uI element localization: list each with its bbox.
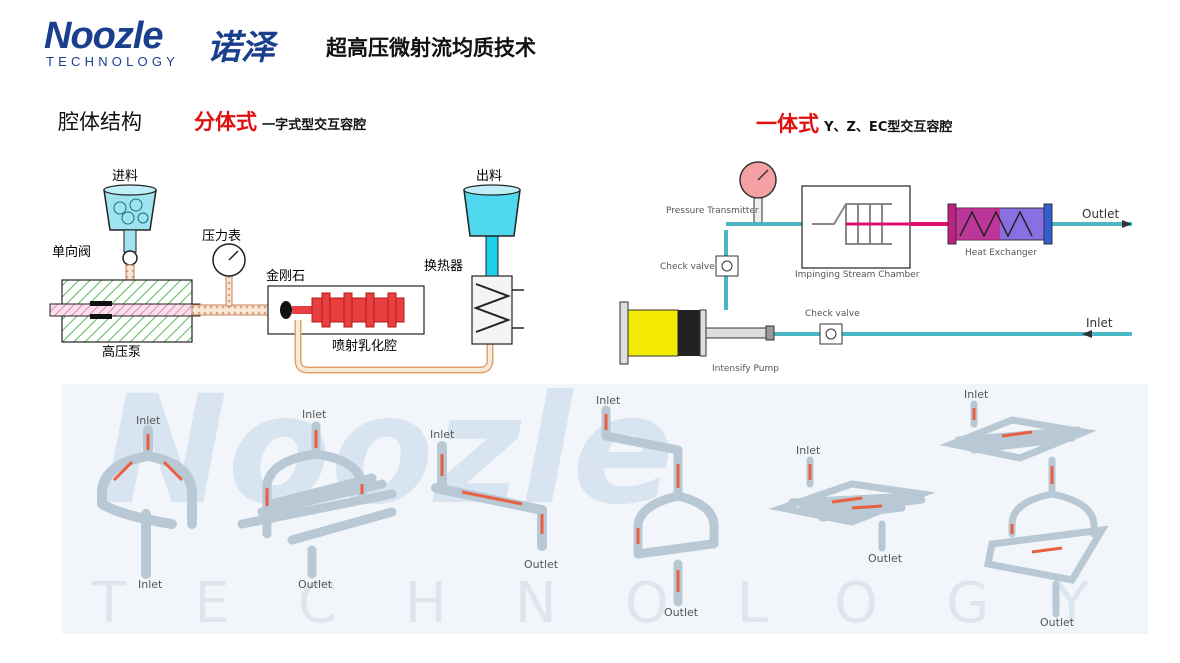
brand-logo: Noozle: [44, 15, 164, 57]
heat-exchanger: [471, 275, 513, 345]
c6-bottom-label: Outlet: [1040, 616, 1075, 629]
integrated-type-diagram: Pressure Transmitter Impinging Stream Ch…: [619, 161, 1132, 374]
split-type-diagram: 进料 单向阀 高压泵 压力表 金刚石 喷射乳化腔 换热器 出料: [49, 169, 524, 374]
chamber-gallery: Noozle TECHNOLOGY Inlet Inlet Inlet Outl…: [62, 384, 1148, 634]
c6-top-label: Inlet: [964, 388, 989, 401]
pump-label-en: Intensify Pump: [712, 364, 779, 374]
impinging-stream-chamber: [801, 185, 911, 269]
check-valve-bottom-label: Check valve: [805, 309, 860, 319]
chamber-type-3: Inlet Outlet: [430, 428, 559, 571]
pump-label: 高压泵: [102, 344, 141, 360]
c2-top-label: Inlet: [302, 408, 327, 421]
feed-label: 进料: [112, 169, 138, 184]
chamber-type-4: Inlet Outlet: [596, 394, 719, 619]
split-type-sub: 一字式型交互容腔: [262, 118, 367, 133]
outlet-hopper: [463, 189, 521, 237]
integrated-type-label: 一体式: [756, 112, 819, 136]
chamber-label: 喷射乳化腔: [332, 338, 397, 354]
integrated-type-sub: Y、Z、EC型交互容腔: [824, 120, 953, 135]
chamber-type-6: Inlet Outlet: [939, 388, 1109, 629]
page-title: 超高压微射流均质技术: [326, 36, 536, 60]
c4-top-label: Inlet: [596, 394, 621, 407]
c1-bottom-label: Inlet: [138, 578, 163, 591]
chamber-type-2: Inlet Outlet: [237, 408, 397, 591]
split-type-label: 分体式: [194, 110, 257, 134]
diamond-label: 金刚石: [266, 268, 305, 284]
brand-logo-subtitle: TECHNOLOGY: [46, 54, 180, 69]
check-valve-icon: [122, 250, 138, 266]
c3-bottom-label: Outlet: [524, 558, 559, 571]
watermark-subtitle: TECHNOLOGY: [91, 571, 1148, 634]
c4-bottom-label: Outlet: [664, 606, 699, 619]
check-valve-label: 单向阀: [52, 244, 91, 260]
check-valve-top-icon: [715, 255, 739, 277]
outlet-label-en: Outlet: [1082, 207, 1119, 221]
outlet-label: 出料: [476, 169, 502, 184]
heat-exchanger-label: 换热器: [424, 259, 463, 274]
check-valve-top-label: Check valve: [660, 262, 715, 272]
split-type-heading: 分体式 一字式型交互容腔: [194, 106, 366, 136]
section-title: 腔体结构: [58, 110, 142, 134]
c5-bottom-label: Outlet: [868, 552, 903, 565]
intensify-pump: [627, 309, 679, 357]
chamber-label-en: Impinging Stream Chamber: [795, 270, 920, 280]
c3-top-label: Inlet: [430, 428, 455, 441]
c5-top-label: Inlet: [796, 444, 821, 457]
brand-logo-chinese: 诺泽: [207, 28, 275, 68]
c2-bottom-label: Outlet: [298, 578, 333, 591]
diamond-nozzle-icon: [280, 301, 292, 319]
chamber-type-5: Inlet Outlet: [768, 444, 936, 565]
gauge-label: 压力表: [202, 229, 241, 244]
inlet-label-en: Inlet: [1086, 316, 1113, 330]
integrated-type-heading: 一体式 Y、Z、EC型交互容腔: [756, 108, 952, 138]
heat-exchanger-label-en: Heat Exchanger: [965, 248, 1037, 258]
c1-top-label: Inlet: [136, 414, 161, 427]
pressure-transmitter-label: Pressure Transmitter: [666, 206, 759, 216]
chamber-type-1: Inlet Inlet: [97, 414, 197, 591]
check-valve-bottom-icon: [819, 323, 843, 345]
